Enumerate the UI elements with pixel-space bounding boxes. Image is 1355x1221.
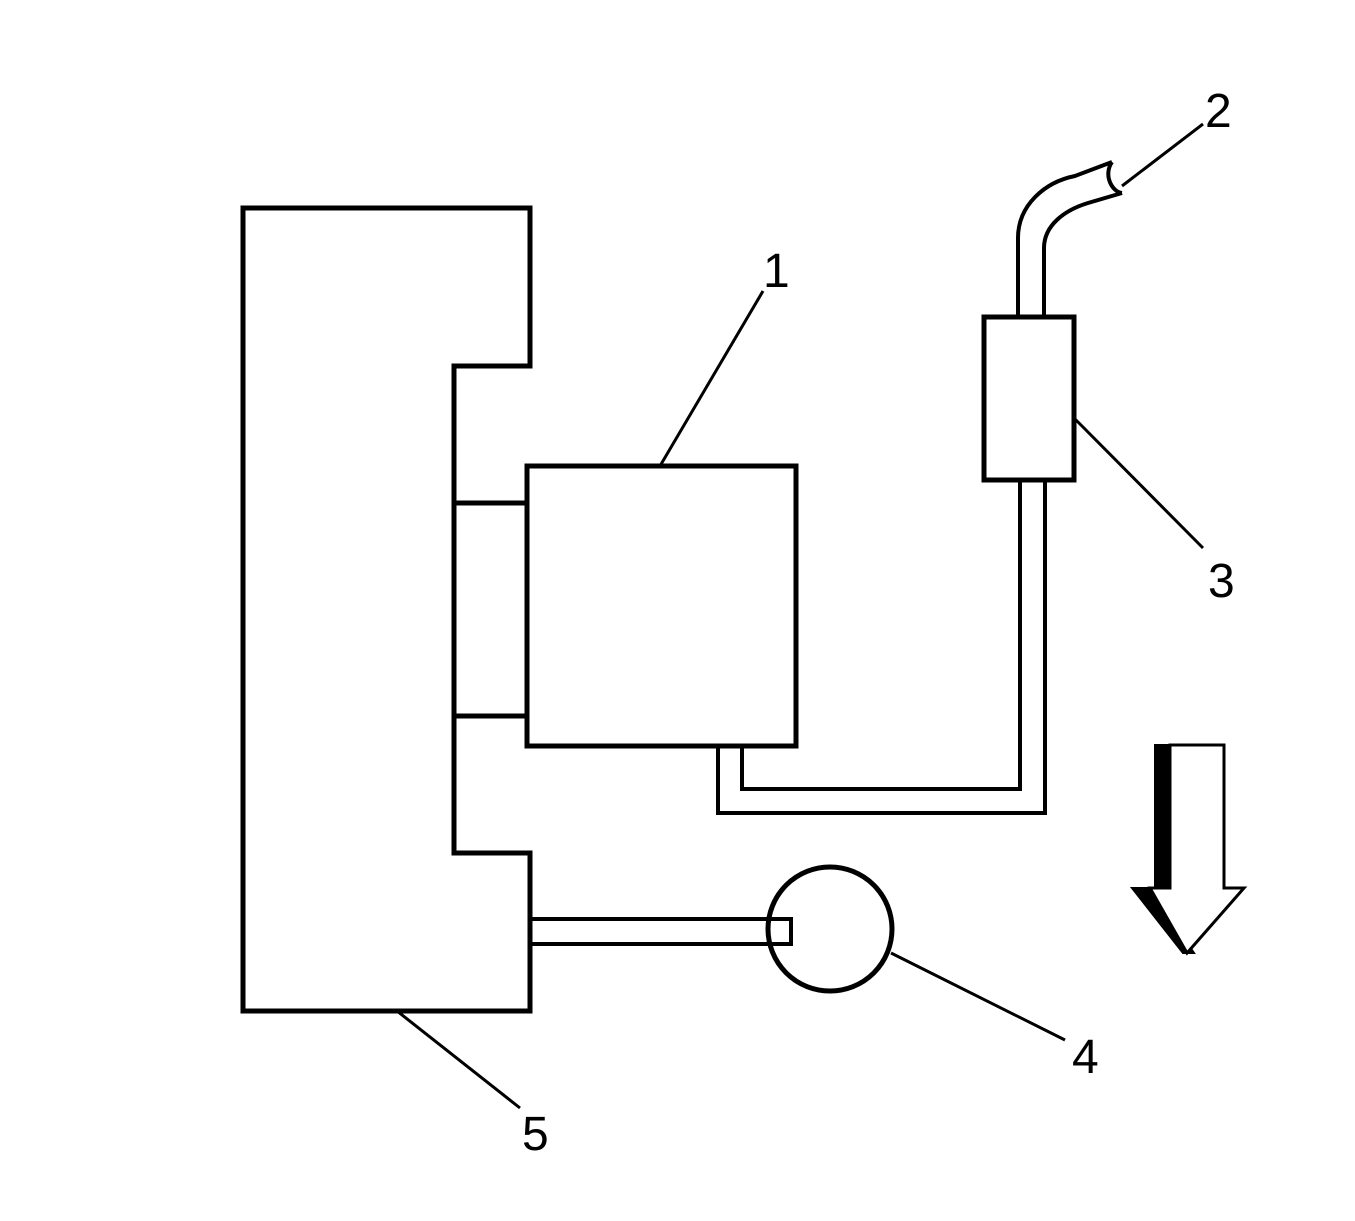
leader-line-4 xyxy=(890,951,1066,1042)
leader-line-1 xyxy=(658,290,765,467)
component-1-box xyxy=(524,463,799,749)
leader-line-2 xyxy=(1121,122,1204,188)
component-5-body xyxy=(240,205,533,1014)
component-3-filter xyxy=(981,314,1077,483)
arrow-down-outline xyxy=(1147,743,1248,956)
leader-line-5 xyxy=(396,1009,521,1110)
sensor-tube xyxy=(530,917,793,946)
callout-2: 2 xyxy=(1205,85,1232,138)
hose-inner xyxy=(740,480,1022,791)
component-4-sensor xyxy=(765,864,895,994)
component-2-hose-end xyxy=(1106,160,1123,195)
mount-bracket xyxy=(454,500,527,719)
leader-line-3 xyxy=(1072,416,1205,550)
callout-3: 3 xyxy=(1208,555,1235,608)
callout-5: 5 xyxy=(522,1108,549,1161)
callout-1: 1 xyxy=(763,245,790,298)
hose-upper-left xyxy=(1016,160,1113,317)
arrow-down-icon xyxy=(1129,743,1248,956)
callout-4: 4 xyxy=(1072,1031,1099,1084)
hose-outer xyxy=(716,480,1047,815)
hose-upper-right xyxy=(1042,191,1123,317)
